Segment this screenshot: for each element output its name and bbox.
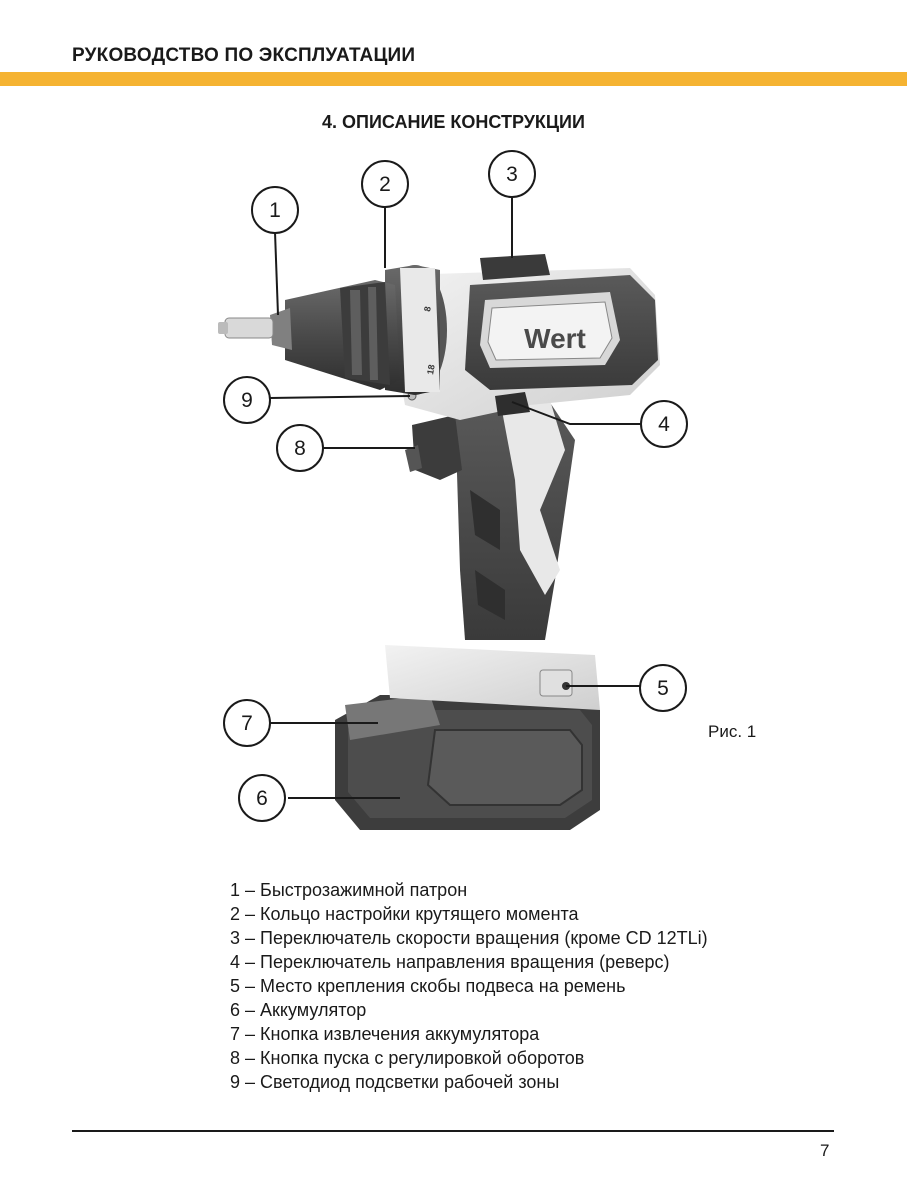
drill-illustration: Wert 8 18 [218, 150, 688, 830]
callout-number: 9 [241, 389, 253, 412]
dial-mark: 18 [425, 364, 437, 376]
legend-item: 6 – Аккумулятор [230, 1000, 367, 1020]
callout-7: 7 [223, 699, 271, 747]
callout-8: 8 [276, 424, 324, 472]
callout-2: 2 [361, 160, 409, 208]
leader-lines [269, 196, 642, 799]
legend-item: 8 – Кнопка пуска с регулировкой оборотов [230, 1048, 585, 1068]
legend-item: 2 – Кольцо настройки крутящего момента [230, 904, 579, 924]
legend-item: 7 – Кнопка извлечения аккумулятора [230, 1024, 540, 1044]
section-title: 4. ОПИСАНИЕ КОНСТРУКЦИИ [0, 112, 907, 133]
header-accent-bar [0, 72, 907, 86]
leader-line-4 [511, 401, 642, 425]
legend-item: 5 – Место крепления скобы подвеса на рем… [230, 976, 626, 996]
callout-number: 5 [657, 677, 669, 700]
trigger [405, 415, 462, 480]
drill-handle [455, 395, 575, 640]
page-number: 7 [820, 1141, 830, 1160]
parts-legend: 1 – Быстрозажимной патрон 2 – Кольцо нас… [230, 878, 708, 1094]
header-title: РУКОВОДСТВО ПО ЭКСПЛУАТАЦИИ [72, 45, 416, 66]
figure-caption: Рис. 1 [708, 722, 757, 741]
callout-6: 6 [238, 774, 286, 822]
callout-number: 8 [294, 437, 306, 460]
motor-housing: Wert [395, 254, 660, 420]
callout-number: 6 [256, 787, 268, 810]
callout-4: 4 [640, 400, 688, 448]
battery-pack [335, 645, 600, 830]
callout-3: 3 [488, 150, 536, 198]
callout-number: 2 [379, 173, 391, 196]
callout-number: 7 [241, 712, 253, 735]
callout-number: 3 [506, 163, 518, 186]
section-title-text: 4. ОПИСАНИЕ КОНСТРУКЦИИ [322, 112, 585, 132]
chuck [218, 280, 400, 390]
dial-mark: 8 [422, 306, 433, 313]
callout-5: 5 [639, 664, 687, 712]
callout-number: 1 [269, 199, 281, 222]
callouts: 1 2 3 4 5 6 7 [223, 150, 688, 822]
legend-item: 9 – Светодиод подсветки рабочей зоны [230, 1072, 560, 1092]
leader-line-1 [274, 231, 279, 316]
callout-number: 4 [658, 413, 670, 436]
footer-rule [72, 1130, 834, 1132]
brand-logo: Wert [524, 323, 586, 354]
drill-figure: Wert 8 18 [200, 150, 760, 840]
callout-1: 1 [251, 186, 299, 234]
legend-item: 1 – Быстрозажимной патрон [230, 880, 468, 900]
callout-9: 9 [223, 376, 271, 424]
leader-line-9 [269, 395, 411, 399]
legend-item: 3 – Переключатель скорости вращения (кро… [230, 928, 708, 948]
legend-item: 4 – Переключатель направления вращения (… [230, 952, 670, 972]
